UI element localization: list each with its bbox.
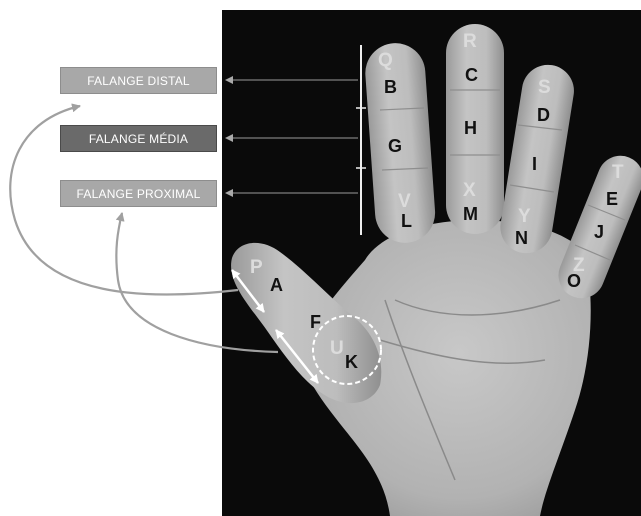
phalanx-letter-l: L [401,211,412,231]
label-falange-media: FALANGE MÉDIA [60,125,217,152]
phalanx-letter-i: I [532,154,537,174]
phalanx-letter-k: K [345,352,358,372]
phalanx-letter-o: O [567,271,581,291]
phalanx-letter-e: E [606,189,618,209]
phalanx-letter-a: A [270,275,283,295]
label-falange-distal: FALANGE DISTAL [60,67,217,94]
tip-letter-x: X [463,180,476,201]
phalanx-letter-b: B [384,77,397,97]
tip-letter-t: T [612,162,624,183]
label-falange-distal-text: FALANGE DISTAL [87,74,190,88]
phalanx-letter-m: M [463,204,478,224]
phalanx-letter-d: D [537,105,550,125]
phalanx-letter-n: N [515,228,528,248]
tip-letter-s: S [538,77,551,98]
tip-letter-v: V [398,191,411,212]
tip-letter-r: R [463,31,477,52]
phalanx-letter-g: G [388,136,402,156]
phalanx-letter-h: H [464,118,477,138]
tip-letter-p: P [250,257,263,278]
phalanx-letter-f: F [310,312,321,332]
tip-letter-q: Q [378,50,393,71]
phalanx-letter-c: C [465,65,478,85]
label-falange-media-text: FALANGE MÉDIA [89,132,188,146]
tip-letter-u: U [330,338,344,359]
label-falange-proximal-text: FALANGE PROXIMAL [77,187,201,201]
phalanx-letter-j: J [594,222,604,242]
tip-letter-y: Y [518,206,531,227]
label-falange-proximal: FALANGE PROXIMAL [60,180,217,207]
